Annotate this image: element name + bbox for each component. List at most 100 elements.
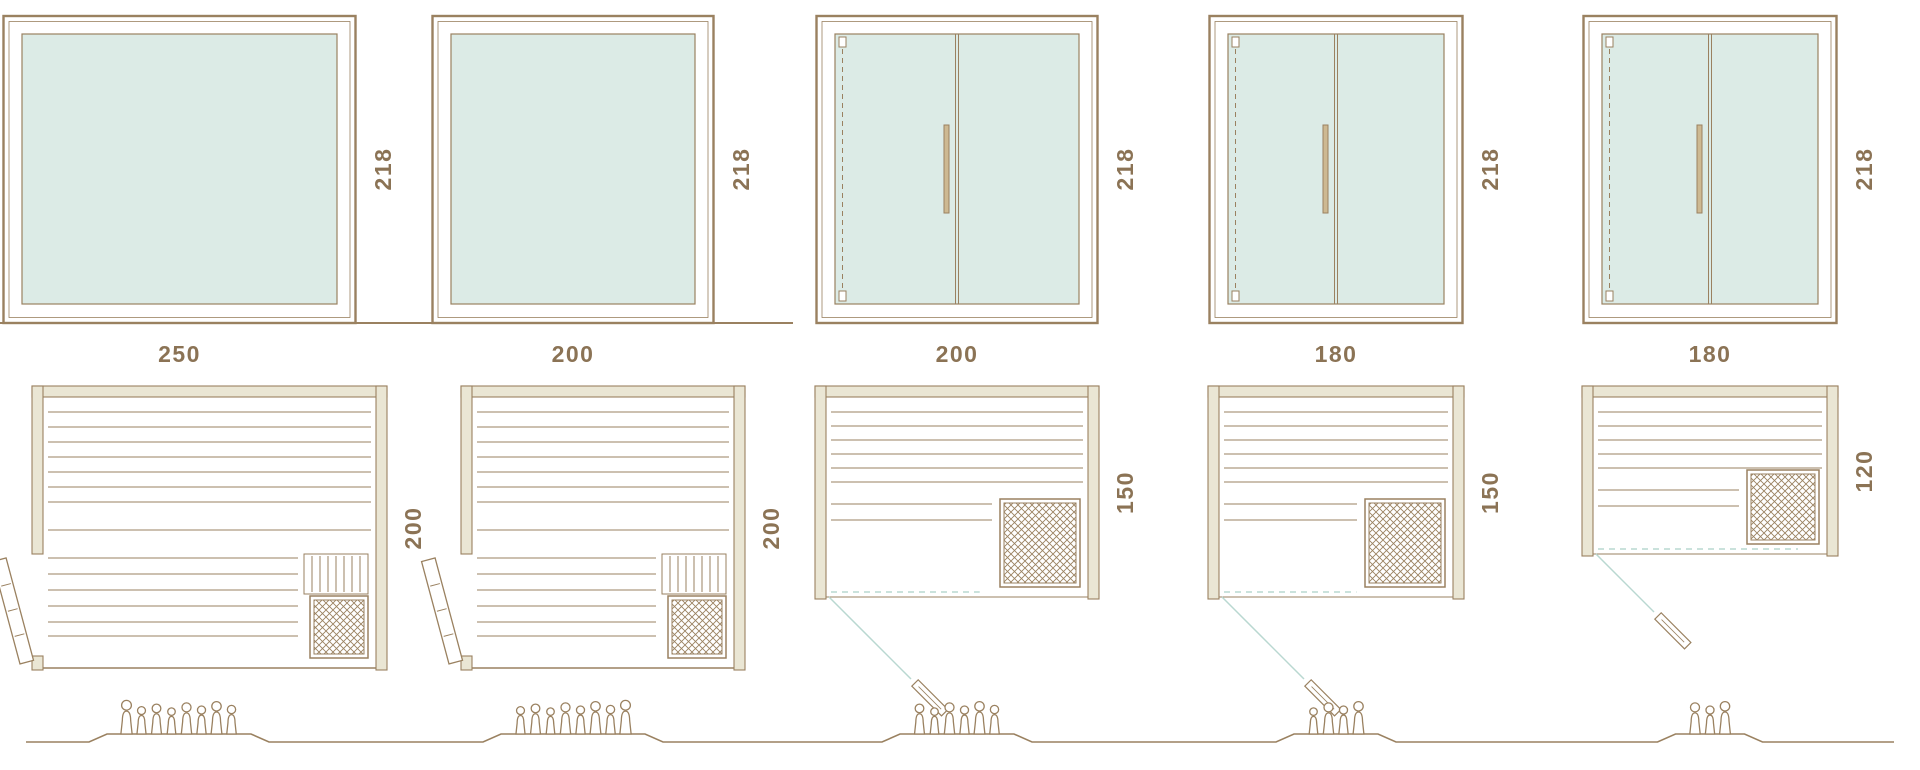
capacity-figures [515,699,632,735]
floor-plan-drawing: 200 [420,385,784,671]
frame-inner-line [1214,21,1458,318]
width-dimension-label: 250 [158,341,201,367]
person-figure-head [914,703,925,714]
person-figure-body [120,710,133,735]
person-figure-head [930,707,939,717]
person-figure-body [150,713,163,735]
person-figure-body [1704,714,1716,735]
person-figure-head [151,703,162,714]
person-figure-body [1352,711,1365,735]
door-mullion [1334,34,1338,304]
person-figure-head [1323,702,1334,713]
door-hinge-top-icon [1231,36,1240,48]
person-figure-head [1719,700,1731,712]
front-elevation-drawing: 218 180 [1208,14,1503,367]
wall-top [30,385,388,398]
floor-plan-drawing: 200 [0,385,426,671]
wall-right [374,385,388,671]
door-hinge-top-icon [838,36,847,48]
model-column-sauna-200x200: 218 200 200 [353,0,793,762]
wall-left [30,385,44,555]
glass-panel [834,33,1080,305]
wall-left [1581,385,1594,557]
model-column-sauna-250x200: 218 250 200 [0,0,435,762]
person-figure-head [530,703,541,714]
person-figure-body [515,714,526,735]
floor-plan-drawing: 150 [814,385,1138,717]
door-mullion [955,34,959,304]
depth-dimension-label: 200 [400,507,426,550]
depth-dimension-label: 150 [1112,471,1138,514]
door-swing-line [1595,553,1655,613]
door-hinge-top-icon [1605,36,1614,48]
person-figure-head [575,705,586,715]
person-figure-body [196,714,207,735]
open-door-leaf [910,678,949,717]
capacity-figures [120,699,237,735]
capacity-figures [913,700,1000,735]
height-dimension-label: 218 [370,148,396,191]
ground-line-drawing [26,699,1894,743]
wall-left [460,385,473,555]
wall-right [1826,385,1839,557]
glass-panel [450,33,696,305]
sauna-heater [999,498,1081,588]
open-door-leaf [0,557,34,665]
floor-plan-drawing: 120 [1581,385,1877,650]
ground-capacity-strip [0,680,1920,764]
person-figure-body [1689,712,1701,735]
person-figure-head [619,699,632,711]
person-figure-head [211,700,222,712]
person-figure-head [974,700,985,712]
person-figure-body [529,713,542,735]
person-figure-body [973,711,986,735]
person-figure-head [1309,707,1318,717]
sauna-heater [667,595,727,659]
wall-right [1087,385,1100,600]
open-door-leaf [1653,611,1692,650]
person-figure-body [989,713,1000,735]
person-figure-head [546,707,555,717]
wall-top [1581,385,1839,398]
plan-area: 200 [0,385,426,762]
model-column-sauna-180x150: 218 180 150 [1172,0,1546,762]
wall-left [1207,385,1220,600]
person-figure-head [590,700,601,712]
width-dimension-label: 180 [1315,341,1358,367]
person-figure-body [943,712,956,735]
person-figure-body [559,712,572,735]
height-dimension-label: 218 [1477,148,1503,191]
floor-plan-drawing: 150 [1207,385,1503,717]
person-figure-head [605,704,616,715]
frame-inner-line [8,21,350,318]
door-swing-line [828,596,912,680]
person-figure-head [136,705,147,716]
open-door-leaf [420,557,464,665]
glass-panel [20,33,338,305]
ground-line [26,733,1894,743]
person-figure-body [136,714,147,735]
person-figure-head [120,699,133,711]
sauna-heater [1364,498,1446,588]
person-figure-head [560,702,571,713]
depth-dimension-label: 150 [1477,471,1503,514]
bench-head-slats [661,553,727,595]
height-dimension-label: 218 [1851,148,1877,191]
person-figure-body [545,715,556,735]
door-swing-line [1221,596,1305,680]
person-figure-body [1322,712,1335,735]
person-figure-head [959,705,970,715]
height-dimension-label: 218 [1112,148,1138,191]
person-figure-head [181,702,192,713]
plan-area: 150 [814,385,1145,717]
height-dimension-label: 218 [728,148,754,191]
door-hinge-bottom-icon [1605,290,1614,302]
glass-panel [1601,33,1819,305]
wall-left [814,385,827,600]
elevation-area: 218 250 [0,0,435,372]
wall-left-post [460,655,473,671]
bench-slats [1224,411,1448,521]
person-figure-body [619,710,632,735]
